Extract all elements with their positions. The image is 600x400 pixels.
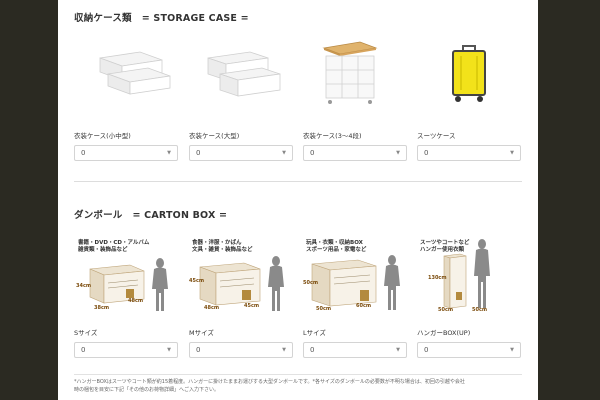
storage-subtitle: = STORAGE CASE = (141, 13, 249, 24)
l-box-depth-dim: 60cm (356, 303, 372, 309)
chevron-down-icon: ▼ (167, 347, 171, 353)
chevron-down-icon: ▼ (396, 150, 400, 156)
hanger-box-caption: スーツやコートなどハンガー使用衣類 (420, 240, 469, 254)
hanger-box-depth-dim: 50cm (472, 307, 488, 313)
s-box-height-dim: 34cm (76, 283, 92, 289)
m-box-height-dim: 45cm (189, 278, 205, 284)
drawer-unit-image (322, 41, 378, 104)
caption-line: スーツやコートなど (420, 240, 470, 246)
hanger-box-quantity-select[interactable]: 0▼ (417, 342, 521, 358)
l-box-quantity-select[interactable]: 0▼ (303, 342, 407, 358)
selected-value: 0 (196, 346, 201, 354)
caption-line: 雑貨類・装飾品など (78, 247, 128, 253)
m-box-caption: 食器・洋服・かばん文具・雑貨・装飾品など (192, 240, 253, 254)
carton-item-label-2: Mサイズ (189, 329, 214, 337)
selected-value: 0 (81, 149, 86, 157)
s-box-caption: 書籍・DVD・CD・アルバム雑貨類・装飾品など (78, 240, 149, 254)
carton-section-title: ダンボール = CARTON BOX = (74, 207, 227, 221)
storage-item-label-1: 衣装ケース(小中型) (74, 132, 131, 140)
footnote-line: *ハンガーBOXはスーツやコート類が約15着程度。ハンガーに掛けたままお運びする… (74, 379, 465, 385)
hanger-box-width-dim: 50cm (438, 307, 454, 313)
caption-line: スポーツ用品・家電など (306, 247, 367, 253)
carton-item-label-4: ハンガーBOX(UP) (417, 329, 471, 337)
l-box-width-dim: 50cm (316, 306, 332, 312)
storage-item-label-3: 衣装ケース(3〜4段) (303, 132, 362, 140)
section-divider (74, 181, 522, 182)
chevron-down-icon: ▼ (510, 150, 514, 156)
m-box-depth-dim: 45cm (244, 303, 260, 309)
footer-divider (74, 374, 522, 375)
s-box-depth-dim: 48cm (128, 298, 144, 304)
large-case-quantity-select[interactable]: 0▼ (189, 145, 293, 161)
selected-value: 0 (310, 149, 315, 157)
caption-line: 食器・洋服・かばん (192, 240, 242, 246)
s-box-image (89, 258, 168, 311)
carton-item-label-1: Sサイズ (74, 329, 98, 337)
caption-line: 文具・雑貨・装飾品など (192, 247, 253, 253)
drawer-unit-quantity-select[interactable]: 0▼ (303, 145, 407, 161)
caption-line: 玩具・衣類・収納BOX (306, 240, 363, 246)
selected-value: 0 (424, 346, 429, 354)
carton-title: ダンボール (74, 210, 123, 221)
chevron-down-icon: ▼ (167, 150, 171, 156)
large-case-image (207, 51, 281, 97)
storage-title: 収納ケース類 (74, 13, 132, 24)
chevron-down-icon: ▼ (510, 347, 514, 353)
l-box-image (311, 255, 400, 310)
carton-subtitle: = CARTON BOX = (132, 210, 228, 221)
storage-item-label-4: スーツケース (417, 132, 456, 140)
footnote-line: 時の梱包を目安に下記「その他のお荷物詳細」へご入力下さい。 (74, 387, 220, 393)
carton-item-label-3: Lサイズ (303, 329, 326, 337)
m-box-quantity-select[interactable]: 0▼ (189, 342, 293, 358)
small-case-image (99, 51, 171, 95)
storage-item-label-2: 衣装ケース(大型) (189, 132, 240, 140)
s-box-width-dim: 38cm (94, 305, 110, 311)
selected-value: 0 (424, 149, 429, 157)
selected-value: 0 (196, 149, 201, 157)
small-case-quantity-select[interactable]: 0▼ (74, 145, 178, 161)
chevron-down-icon: ▼ (396, 347, 400, 353)
caption-line: ハンガー使用衣類 (420, 247, 465, 253)
caption-line: 書籍・DVD・CD・アルバム (78, 240, 150, 246)
suitcase-image (452, 45, 486, 102)
storage-section-title: 収納ケース類 = STORAGE CASE = (74, 10, 249, 24)
selected-value: 0 (81, 346, 86, 354)
m-box-width-dim: 48cm (204, 305, 220, 311)
content-panel: 収納ケース類 = STORAGE CASE = (58, 0, 538, 400)
s-box-quantity-select[interactable]: 0▼ (74, 342, 178, 358)
l-box-height-dim: 50cm (303, 280, 319, 286)
m-box-image (199, 256, 284, 311)
chevron-down-icon: ▼ (282, 347, 286, 353)
footnote: *ハンガーBOXはスーツやコート類が約15着程度。ハンガーに掛けたままお運びする… (74, 378, 522, 394)
hanger-box-height-dim: 130cm (428, 275, 447, 281)
suitcase-quantity-select[interactable]: 0▼ (417, 145, 521, 161)
selected-value: 0 (310, 346, 315, 354)
chevron-down-icon: ▼ (282, 150, 286, 156)
hanger-box-image (443, 239, 490, 309)
